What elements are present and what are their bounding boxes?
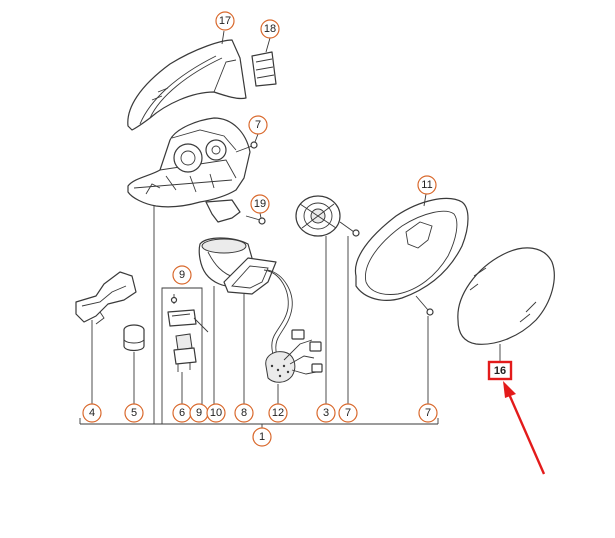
callout-16-highlighted: 16: [487, 360, 513, 381]
callout-19-label: 19: [254, 198, 266, 210]
callout-7-top-label: 7: [255, 119, 261, 131]
part-11-mirror-frame: [354, 197, 469, 316]
callout-11-label: 11: [421, 179, 432, 191]
callout-17: 17: [215, 11, 235, 31]
part-mirror-base-assembly: [127, 117, 251, 223]
leader-lines: [79, 30, 501, 428]
callout-12-label: 12: [272, 407, 284, 419]
callout-16-label: 16: [494, 365, 506, 377]
callout-12: 12: [268, 403, 288, 423]
callout-4: 4: [82, 403, 102, 423]
callout-8-label: 8: [241, 407, 247, 419]
part-4-bracket: [75, 271, 137, 325]
callout-9-bottom-label: 9: [196, 407, 202, 419]
callout-1-label: 1: [259, 431, 265, 443]
callout-5: 5: [124, 403, 144, 423]
callout-7-top: 7: [248, 115, 268, 135]
callout-7-right: 7: [418, 403, 438, 423]
callout-18-label: 18: [264, 23, 276, 35]
callout-5-label: 5: [131, 407, 137, 419]
callout-6: 6: [172, 403, 192, 423]
callout-9-group: 9: [172, 265, 192, 285]
part-8-gasket: [223, 257, 277, 295]
callout-8: 8: [234, 403, 254, 423]
callout-3: 3: [316, 403, 336, 423]
callout-4-label: 4: [89, 407, 95, 419]
callout-17-label: 17: [219, 15, 231, 27]
part-6-bulb-socket: [173, 333, 197, 372]
part-3-adjustment-unit: [295, 195, 360, 237]
callout-3-label: 3: [323, 407, 329, 419]
callout-19: 19: [250, 194, 270, 214]
screw-19: [245, 215, 266, 225]
callout-10: 10: [206, 403, 226, 423]
callout-18: 18: [260, 19, 280, 39]
callout-7-right-label: 7: [425, 407, 431, 419]
callout-10-label: 10: [210, 407, 222, 419]
part-5-bulb: [123, 324, 145, 352]
part-9-lamp-set: [161, 287, 209, 333]
part-18-clip: [251, 51, 277, 87]
part-12-wiring-harness: [263, 269, 323, 383]
callout-7-mid-label: 7: [345, 407, 351, 419]
part-17-mirror-cap: [127, 39, 247, 131]
callout-9-bottom: 9: [189, 403, 209, 423]
part-16-mirror-glass: [457, 247, 555, 345]
screw-7-top: [235, 141, 258, 153]
red-arrow-icon: [503, 381, 546, 475]
callout-7-mid: 7: [338, 403, 358, 423]
callout-6-label: 6: [179, 407, 185, 419]
callout-1: 1: [252, 427, 272, 447]
callout-11: 11: [417, 175, 437, 195]
callout-9-group-label: 9: [179, 269, 185, 281]
